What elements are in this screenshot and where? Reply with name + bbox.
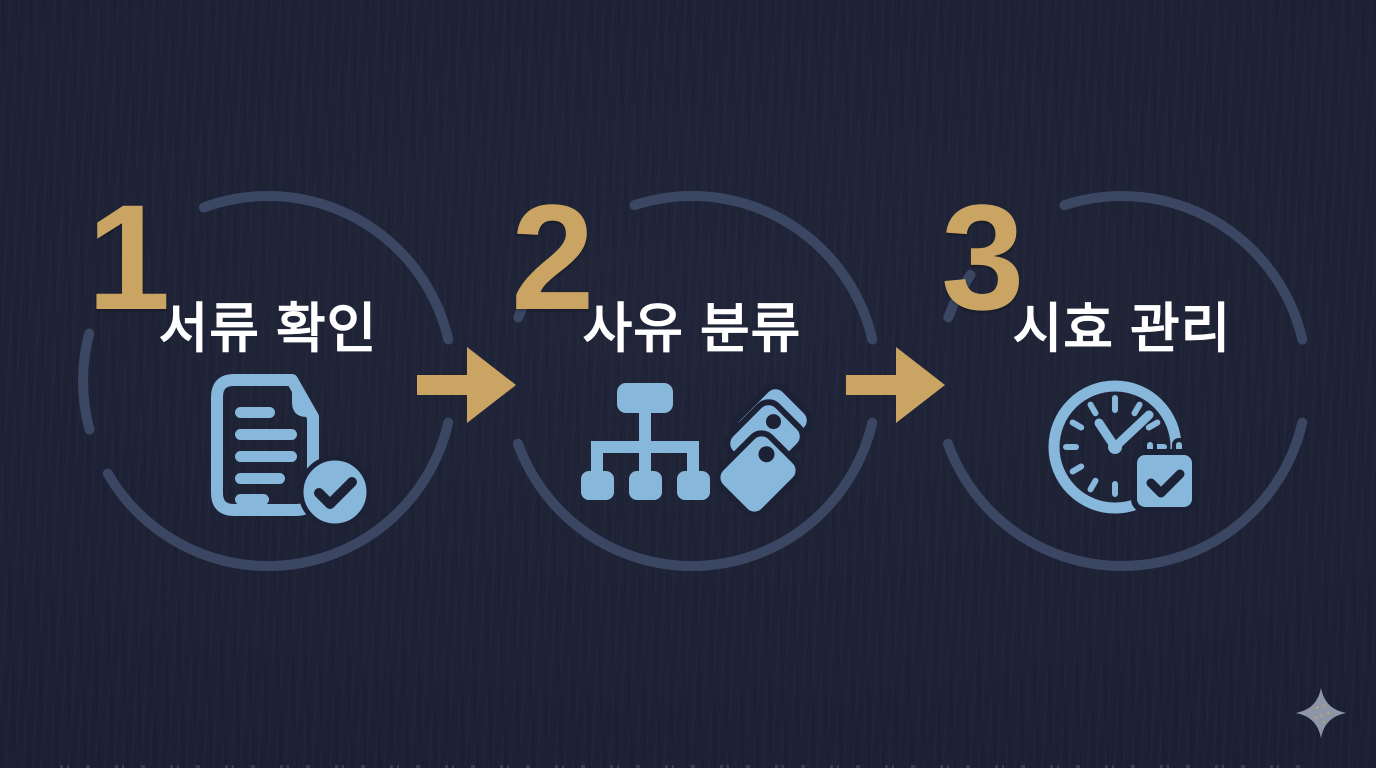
step-2-label: 사유 분류: [582, 299, 802, 359]
step-3-label: 시효 관리: [1012, 299, 1232, 359]
step-1-label: 서류 확인: [158, 299, 378, 359]
step-1: 1 서류 확인: [73, 182, 463, 576]
sparkle-icon: [1295, 687, 1347, 739]
document-check-icon: [211, 374, 372, 529]
step-2: 2 사유 분류: [497, 182, 887, 576]
cropped-text-edge: [60, 765, 1316, 768]
clock-calendar-icon: [1048, 380, 1198, 514]
right-arrow-icon: [417, 347, 516, 423]
step-2-number: 2: [511, 173, 595, 341]
step-1-number: 1: [87, 173, 171, 341]
hierarchy-tags-icon: [581, 383, 813, 518]
step-2-circle: [502, 191, 882, 571]
step-3-number: 3: [941, 173, 1025, 341]
step-1-circle: [78, 191, 458, 571]
right-arrow-icon: [846, 347, 945, 423]
step-3: 3 시효 관리: [927, 182, 1317, 576]
calendar-check-icon: [1131, 438, 1198, 513]
step-3-circle: [932, 191, 1312, 571]
tags-icon: [714, 383, 813, 518]
